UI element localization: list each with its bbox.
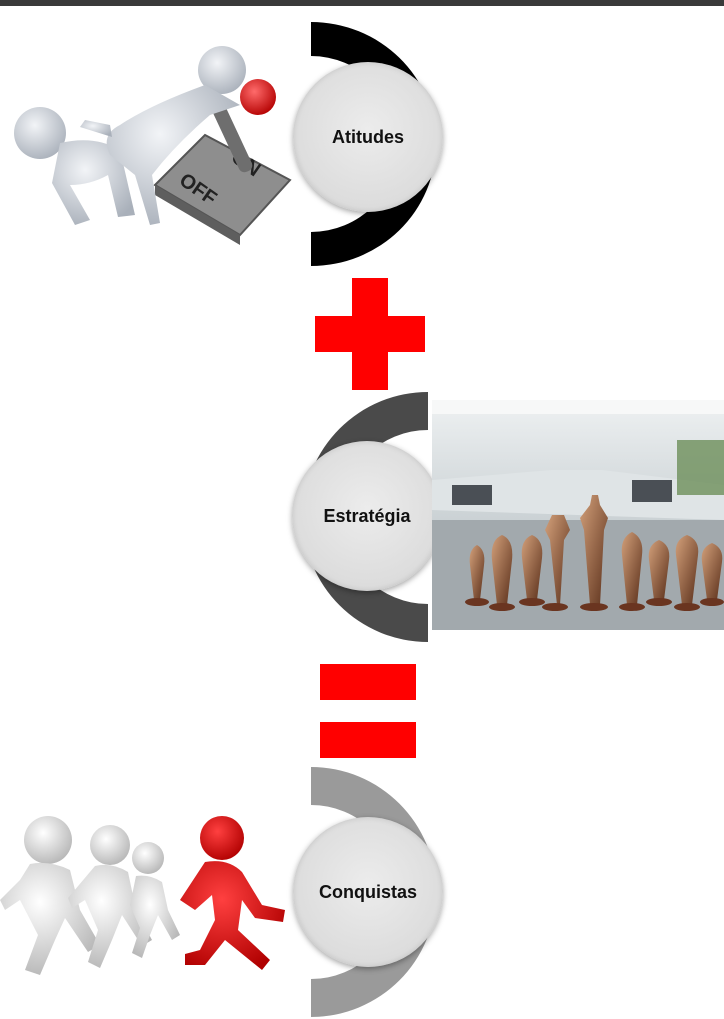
switch-figure-icon: OFF ON <box>14 46 292 245</box>
step-label-atitudes: Atitudes <box>332 126 404 147</box>
step-circle-estrategia: Estratégia <box>292 441 442 591</box>
step-circle-conquistas: Conquistas <box>293 817 443 967</box>
step-circle-atitudes: Atitudes <box>293 62 443 212</box>
step-label-estrategia: Estratégia <box>323 505 411 526</box>
chess-boardroom-image <box>432 400 724 630</box>
running-figures-icon <box>0 816 285 975</box>
top-border <box>0 0 724 6</box>
step-label-conquistas: Conquistas <box>318 881 417 902</box>
